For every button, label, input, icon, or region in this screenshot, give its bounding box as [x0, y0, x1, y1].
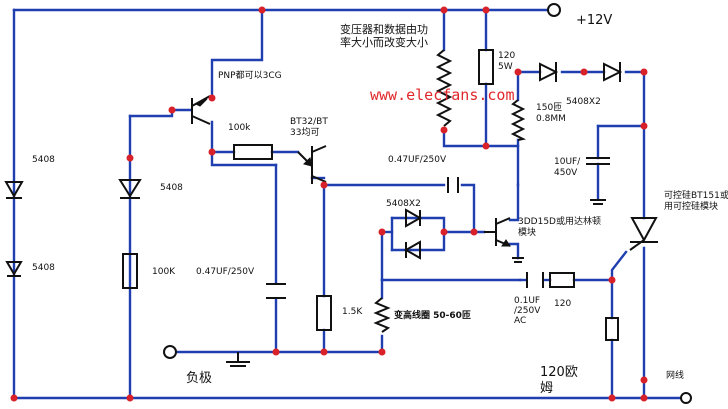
label-r-100k-vertical: 100K	[152, 267, 176, 277]
resistor-100k-horizontal	[233, 144, 273, 160]
capacitor-047-top	[447, 177, 459, 193]
npn-transistor-3dd15d	[484, 217, 524, 263]
terminal-plus12v	[547, 3, 561, 17]
coil-inductor	[373, 297, 391, 333]
diodes-top	[539, 62, 623, 82]
label-r-15k: 1.5K	[342, 307, 363, 317]
diode-left-top	[4, 181, 24, 199]
label-diodes-pair: 5408X2	[386, 199, 421, 209]
label-scr-1: 可控硅BT151或	[664, 189, 728, 201]
label-r-120-ohm-1: 120欧	[540, 365, 578, 380]
label-coil: 变高线圈 50-60匝	[394, 309, 471, 321]
label-d-left-bottom: 5408	[32, 263, 55, 273]
pnp-transistor	[191, 95, 211, 125]
label-transformer-note-2: 率大小而改变大小	[340, 35, 428, 49]
label-transistor-2: 模块	[518, 226, 536, 238]
winding-150	[510, 99, 527, 141]
label-cap-047-left: 0.47UF/250V	[196, 267, 255, 277]
diode-left-bottom	[5, 261, 23, 277]
label-negative: 负极	[186, 371, 212, 386]
scr-thyristor	[629, 217, 658, 251]
label-transistor-1: 3DD15D或用达林顿	[518, 215, 601, 227]
label-bt-type-2: 33均可	[290, 126, 319, 138]
label-cap-01-1: 0.1UF	[514, 296, 540, 306]
label-cap-10uf-1: 10UF/	[554, 157, 581, 167]
capacitor-10uf	[586, 157, 610, 205]
watermark: www.elecfans.com	[370, 86, 515, 104]
label-cap-10uf-2: 450V	[554, 168, 578, 178]
ground-symbol	[226, 352, 250, 367]
label-bt-type-1: BT32/BT	[290, 117, 328, 127]
label-mains: 网线	[666, 369, 684, 381]
label-transformer-note-1: 变压器和数据由功	[340, 22, 428, 36]
label-cap-01-3: AC	[514, 316, 526, 326]
label-d-left-top: 5408	[32, 155, 55, 165]
terminal-mains	[680, 392, 692, 404]
resistor-1-5k	[316, 295, 332, 331]
label-diodes-top: 5408X2	[566, 97, 601, 107]
label-r-120-ohm-2: 姆	[540, 381, 553, 396]
resistor-100k-vertical	[122, 253, 138, 289]
label-r-120: 120	[554, 299, 571, 309]
diode-mid	[118, 179, 142, 199]
label-d-mid: 5408	[160, 183, 183, 193]
label-r-120-5w-2: 5W	[498, 62, 513, 72]
transformer-primary	[435, 49, 453, 127]
label-r-150-2: 0.8MM	[536, 114, 566, 124]
label-r-100k-horizontal: 100k	[228, 123, 251, 133]
terminal-negative	[163, 345, 177, 359]
capacitor-047-left	[266, 283, 286, 299]
label-r-150-1: 150匝	[536, 102, 562, 113]
labels: +12V 变压器和数据由功 率大小而改变大小 PNP都可以3CG 100k BT…	[32, 13, 728, 396]
wires	[12, 8, 682, 400]
label-scr-2: 用可控硅模块	[664, 200, 718, 212]
label-cap-01-2: /250V	[514, 306, 541, 316]
capacitor-01uf	[526, 272, 544, 288]
junction-dots	[10, 6, 648, 402]
label-cap-047-top: 0.47UF/250V	[388, 155, 447, 165]
resistor-120-5w	[478, 49, 494, 85]
label-pnp-note: PNP都可以3CG	[218, 70, 282, 81]
label-supply-voltage: +12V	[576, 13, 612, 28]
resistor-120-ohm	[605, 317, 619, 341]
unijunction-bt33	[297, 145, 327, 184]
label-r-120-5w-1: 120	[498, 51, 515, 61]
diode-pair	[403, 208, 423, 260]
resistor-120	[549, 272, 575, 288]
